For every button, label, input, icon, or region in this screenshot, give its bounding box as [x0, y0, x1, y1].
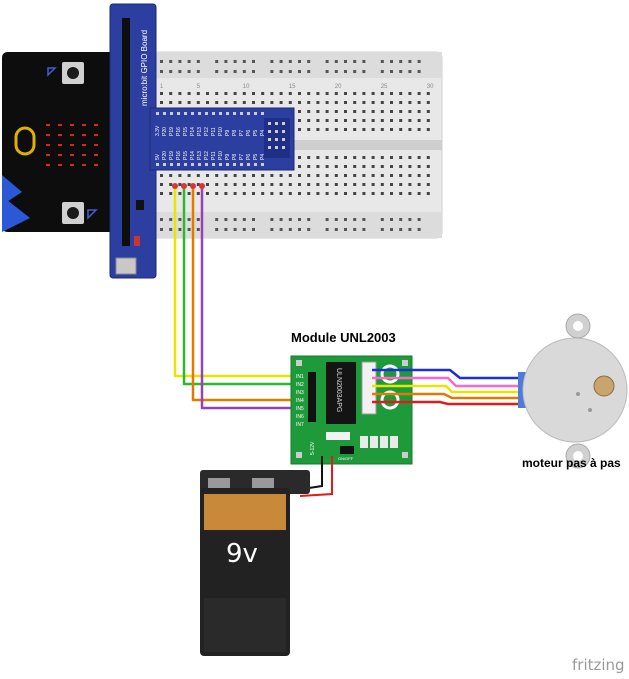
stepper-motor-icon	[518, 313, 628, 469]
power-switch-label: ON/OFF	[338, 456, 354, 461]
module-input-label: IN4	[296, 398, 304, 404]
gpio-top-pin-label: P5	[253, 130, 259, 136]
supply-label: 5-12V	[310, 441, 316, 455]
gpio-bottom-pin-label: P16	[176, 151, 182, 160]
module-input-label: IN3	[296, 390, 304, 396]
gpio-top-pin-label: P4	[260, 130, 266, 136]
gpio-bottom-pin-label: P10	[218, 151, 224, 160]
gpio-top-pin-label: P10	[218, 127, 224, 136]
gpio-top-pin-label: 3.3V	[155, 125, 161, 136]
signal-wires	[173, 186, 295, 410]
breadboard-column-number: 5	[197, 84, 201, 90]
gpio-top-pin-label: P12	[204, 127, 210, 136]
wire-ends	[172, 183, 205, 189]
microbit-board-icon	[2, 52, 116, 232]
wire-yellow	[173, 186, 295, 378]
module-input-label: IN7	[296, 422, 304, 428]
gpio-bottom-pin-label: P7	[239, 154, 245, 160]
gpio-top-pin-label: P16	[176, 127, 182, 136]
breadboard-column-number: 15	[289, 84, 296, 90]
gpio-bottom-pin-label: P4	[260, 154, 266, 160]
gpio-top-pin-label: P14	[190, 127, 196, 136]
battery-9v-icon: 9v	[200, 470, 310, 656]
gpio-top-pin-label: P7	[239, 130, 245, 136]
gpio-bottom-pin-label: P19	[169, 151, 175, 160]
gpio-top-pin-label: P6	[246, 130, 252, 136]
module-input-label: IN5	[296, 406, 304, 412]
gpio-bottom-pin-label: P15	[183, 151, 189, 160]
gpio-top-pin-label: P15	[183, 127, 189, 136]
motor-label: moteur pas à pas	[522, 456, 621, 470]
breadboard-column-number: 1	[160, 84, 164, 90]
gpio-top-pin-label: P13	[197, 127, 203, 136]
gpio-bottom-pin-label: P8	[232, 154, 238, 160]
gpio-top-pin-label: P9	[225, 130, 231, 136]
module-title: Module UNL2003	[291, 330, 396, 345]
gpio-bottom-pin-label: P9	[225, 154, 231, 160]
breadboard-column-number: 25	[381, 84, 388, 90]
breadboard-column-number: 20	[335, 84, 342, 90]
gpio-bottom-pin-label: P6	[246, 154, 252, 160]
module-input-label: IN1	[296, 374, 304, 380]
breadboard-column-number: 10	[243, 84, 250, 90]
wire-green	[182, 186, 295, 386]
battery-label: 9v	[226, 539, 258, 569]
gpio-bottom-pin-label: P11	[211, 151, 217, 160]
gpio-bottom-pin-label: P20	[162, 151, 168, 160]
gpio-bottom-pin-label: P14	[190, 151, 196, 160]
wire-orange2	[372, 392, 525, 400]
gpio-board-label: micro:bit GPIO Board	[140, 30, 149, 106]
motor-wires	[372, 368, 525, 406]
module-input-label: IN6	[296, 414, 304, 420]
wire-red	[372, 400, 525, 406]
module-input-label: IN2	[296, 382, 304, 388]
gpio-top-pin-label: P11	[211, 127, 217, 136]
wire-yellow2	[372, 384, 525, 394]
chip-label: ULN2003APG	[335, 368, 342, 412]
gpio-bottom-pin-label: P13	[197, 151, 203, 160]
wire-purple	[200, 186, 295, 410]
wire-orange	[191, 186, 295, 402]
gpio-top-pin-label: P20	[162, 127, 168, 136]
gpio-bottom-pin-label: P12	[204, 151, 210, 160]
wire-blue	[372, 368, 525, 380]
gpio-bottom-pin-label: P5	[253, 154, 259, 160]
breadboard-column-number: 30	[427, 84, 434, 90]
wire-pink	[372, 376, 525, 388]
gpio-top-pin-label: P8	[232, 130, 238, 136]
gpio-bottom-pin-label: 5V	[155, 153, 161, 160]
fritzing-watermark: fritzing	[572, 656, 625, 674]
gpio-top-pin-label: P19	[169, 127, 175, 136]
